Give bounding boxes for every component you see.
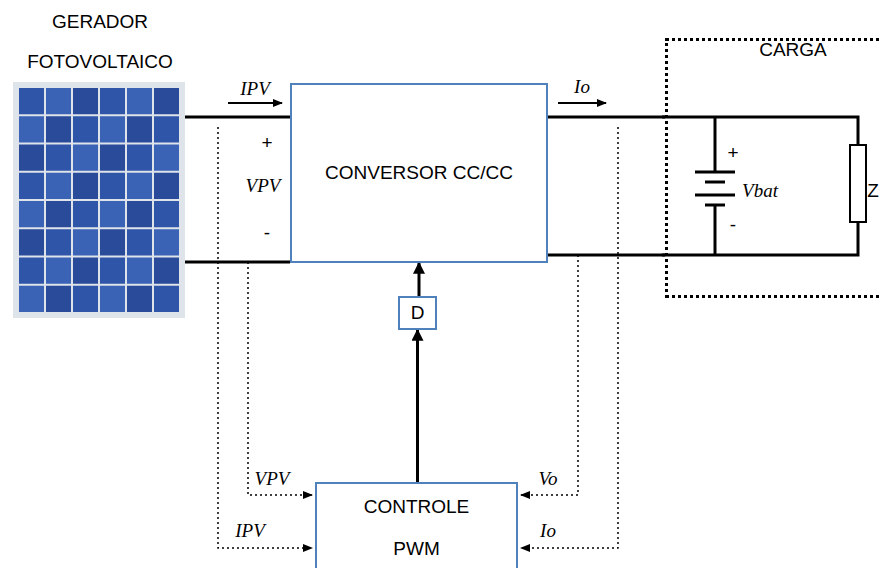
polarity-mark: - [264, 223, 270, 242]
node-text: CONTROLE PWM [357, 486, 477, 568]
signal-name: VPV [246, 176, 281, 195]
power-wire [185, 261, 290, 264]
polarity-mark: + [727, 143, 738, 162]
sense-line [521, 255, 578, 495]
signal-name: Vo [539, 469, 558, 488]
polarity-mark: + [261, 133, 272, 152]
polarity-mark: Z [867, 181, 879, 200]
node-text: D [411, 302, 425, 324]
signal-name: Vbat [742, 181, 778, 200]
load-wire [662, 117, 858, 145]
sense-line [248, 262, 312, 495]
converter-box: CONVERSOR CC/CC [290, 83, 548, 263]
impedance-symbol [850, 145, 866, 222]
load-wire [662, 222, 858, 255]
signal-name: IPV [240, 79, 270, 98]
battery-symbol [695, 172, 735, 205]
power-wire [548, 116, 665, 119]
battery-wire [714, 117, 717, 172]
pv-generator: GERADOR FOTOVOLTAICO [13, 82, 185, 318]
battery-wire [714, 205, 717, 255]
control-arrow [418, 263, 421, 296]
signal-name: Io [540, 521, 556, 540]
power-wire [185, 116, 290, 119]
duty-box: D [398, 296, 437, 330]
control-arrow [416, 330, 419, 482]
control-box: CONTROLE PWM [315, 482, 518, 568]
load-region: CARGA [665, 38, 881, 298]
current-arrow [558, 102, 606, 104]
signal-name: IPV [235, 521, 265, 540]
current-arrow [228, 102, 282, 104]
node-text: CARGA [738, 39, 848, 61]
solar-panel-picture [13, 82, 185, 318]
signal-name: Io [574, 77, 590, 96]
node-text: GERADOR FOTOVOLTAICO [7, 2, 193, 82]
polarity-mark: - [730, 215, 736, 234]
power-wire [548, 254, 665, 257]
signal-name: VPV [255, 469, 290, 488]
node-text: CONVERSOR CC/CC [325, 162, 513, 184]
